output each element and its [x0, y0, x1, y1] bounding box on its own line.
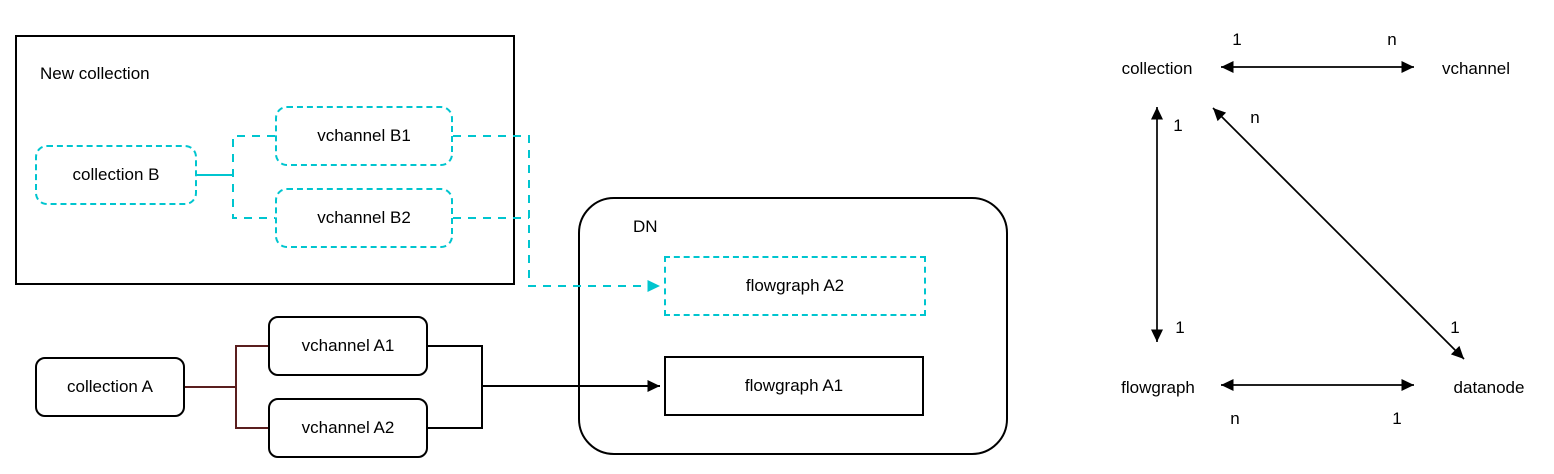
er-arrow-vchannel-datanode [1212, 107, 1465, 360]
dn-group-label: DN [633, 217, 658, 236]
node-vchannel-a1-label: vchannel A1 [301, 336, 395, 355]
cardinality-collection-vchannel-near-collection: 1 [1232, 30, 1242, 49]
new-collection-group-label: New collection [40, 64, 150, 83]
node-flowgraph-a1: flowgraph A1 [664, 356, 924, 416]
cardinality-vchannel-datanode-near-datanode: 1 [1450, 318, 1460, 337]
node-collection-a-label: collection A [67, 377, 153, 396]
cardinality-collection-flowgraph-near-flowgraph: 1 [1175, 318, 1185, 337]
er-entity-vchannel: vchannel [1441, 59, 1511, 78]
cardinality-vchannel-datanode-near-vchannel: n [1250, 108, 1260, 127]
node-vchannel-b2: vchannel B2 [275, 188, 453, 248]
node-flowgraph-a1-label: flowgraph A1 [744, 376, 844, 395]
connector-collection-a-branch [235, 345, 268, 429]
node-vchannel-b1: vchannel B1 [275, 106, 453, 166]
node-vchannel-a2-label: vchannel A2 [301, 418, 395, 437]
node-collection-b-label: collection B [72, 165, 160, 184]
node-vchannel-b1-label: vchannel B1 [317, 126, 411, 145]
cardinality-flowgraph-datanode-near-datanode: 1 [1392, 409, 1402, 428]
node-vchannel-a1: vchannel A1 [268, 316, 428, 376]
node-collection-a: collection A [35, 357, 185, 417]
node-vchannel-a2: vchannel A2 [268, 398, 428, 458]
node-flowgraph-a2: flowgraph A2 [664, 256, 926, 316]
node-collection-b: collection B [35, 145, 197, 205]
node-vchannel-b2-label: vchannel B2 [317, 208, 411, 227]
er-entity-collection: collection [1121, 59, 1193, 78]
er-entity-flowgraph: flowgraph [1121, 378, 1195, 397]
node-flowgraph-a2-label: flowgraph A2 [745, 276, 845, 295]
cardinality-collection-flowgraph-near-collection: 1 [1173, 116, 1183, 135]
er-entity-datanode: datanode [1453, 378, 1525, 397]
connector-vchannel-a-merge [428, 345, 483, 429]
cardinality-collection-vchannel-near-vchannel: n [1387, 30, 1397, 49]
cardinality-flowgraph-datanode-near-flowgraph: n [1230, 409, 1240, 428]
